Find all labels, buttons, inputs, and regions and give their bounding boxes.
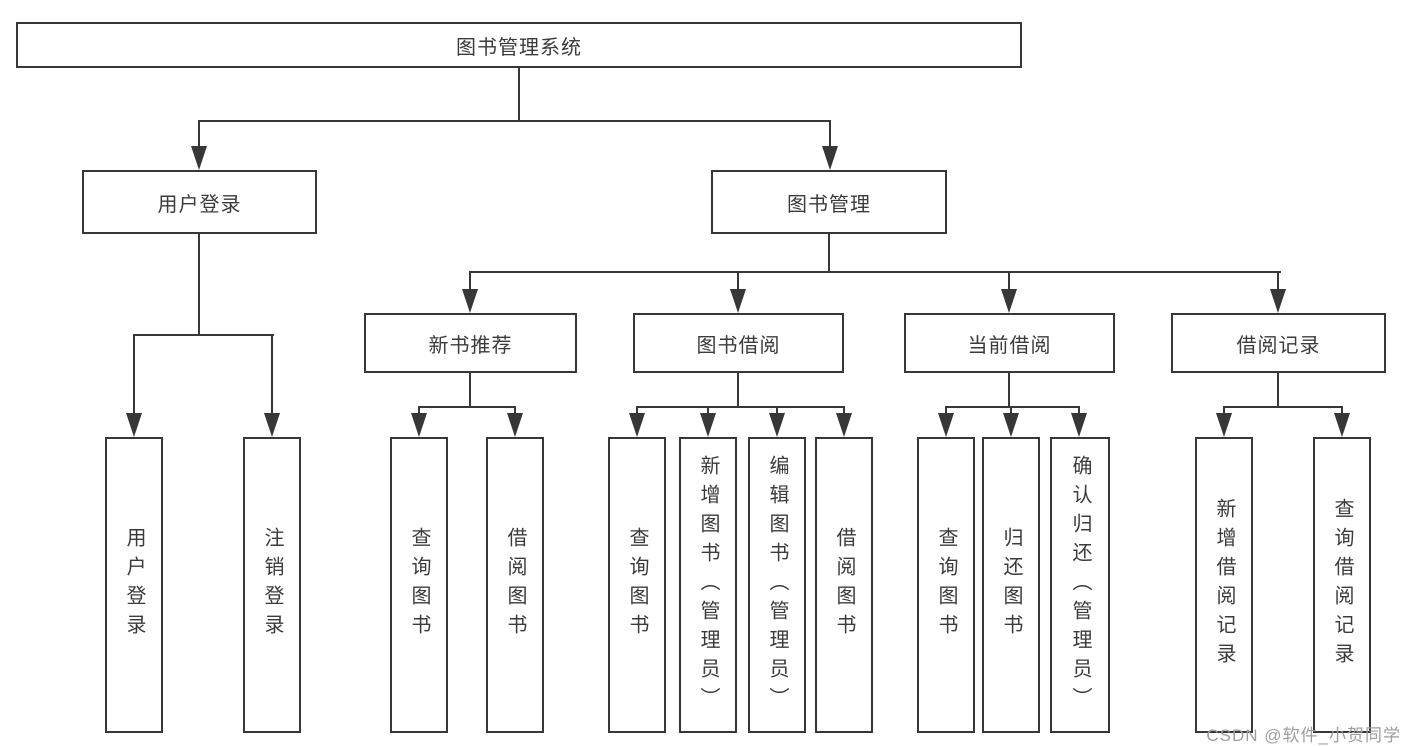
leaf-logout: 注销登录	[243, 437, 301, 733]
connector-line	[828, 234, 830, 273]
connector-line	[829, 120, 831, 150]
node-book-borrow: 图书借阅	[633, 313, 844, 373]
leaf-query-borrow-record: 查询借阅记录	[1313, 437, 1371, 733]
leaf-edit-book-admin: 编辑图书（管理员）	[748, 437, 806, 733]
connector-line	[636, 406, 638, 417]
node-user-login: 用户登录	[82, 170, 317, 234]
connector-line	[1223, 406, 1343, 408]
connector-line	[737, 373, 739, 408]
arrow-down-icon	[1216, 413, 1232, 437]
arrow-down-icon	[1001, 289, 1017, 313]
connector-line	[469, 271, 471, 293]
arrow-down-icon	[629, 413, 645, 437]
connector-line	[1078, 406, 1080, 417]
leaf-return-book: 归还图书	[982, 437, 1040, 733]
arrow-down-icon	[1270, 289, 1286, 313]
leaf-add-book-admin: 新增图书（管理员）	[679, 437, 737, 733]
connector-line	[1277, 271, 1279, 293]
arrow-down-icon	[191, 146, 207, 170]
watermark-text: CSDN @软件_小贺同学	[1206, 726, 1401, 745]
arrow-down-icon	[938, 413, 954, 437]
connector-line	[945, 406, 947, 417]
connector-line	[776, 406, 778, 417]
connector-line	[418, 406, 420, 417]
connector-line	[1277, 373, 1279, 408]
connector-line	[843, 406, 845, 417]
arrow-down-icon	[462, 289, 478, 313]
connector-line	[133, 334, 135, 418]
leaf-query-books-2: 查询图书	[608, 437, 666, 733]
connector-line	[1008, 271, 1010, 293]
connector-line	[707, 406, 709, 417]
leaf-confirm-return-admin: 确认归还（管理员）	[1050, 437, 1110, 733]
connector-line	[737, 271, 739, 293]
arrow-down-icon	[264, 413, 280, 437]
leaf-borrow-books-2: 借阅图书	[815, 437, 873, 733]
leaf-query-books-1: 查询图书	[390, 437, 448, 733]
node-current-borrow: 当前借阅	[904, 313, 1115, 373]
leaf-borrow-books-1: 借阅图书	[486, 437, 544, 733]
connector-line	[198, 234, 200, 336]
connector-line	[133, 334, 274, 336]
connector-line	[518, 68, 520, 122]
arrow-down-icon	[1334, 413, 1350, 437]
leaf-user-login: 用户登录	[105, 437, 163, 733]
leaf-add-borrow-record: 新增借阅记录	[1195, 437, 1253, 733]
arrow-down-icon	[730, 289, 746, 313]
connector-line	[514, 406, 516, 417]
arrow-down-icon	[411, 413, 427, 437]
arrow-down-icon	[836, 413, 852, 437]
connector-line	[1223, 406, 1225, 417]
arrow-down-icon	[126, 413, 142, 437]
arrow-down-icon	[1003, 413, 1019, 437]
arrow-down-icon	[1071, 413, 1087, 437]
node-book-management: 图书管理	[711, 170, 947, 234]
node-borrow-records: 借阅记录	[1171, 313, 1386, 373]
connector-line	[469, 271, 1281, 273]
node-root: 图书管理系统	[16, 22, 1022, 68]
arrow-down-icon	[700, 413, 716, 437]
connector-line	[418, 406, 516, 408]
connector-line	[198, 120, 831, 122]
connector-line	[1341, 406, 1343, 417]
arrow-down-icon	[507, 413, 523, 437]
connector-line	[945, 406, 1080, 408]
arrow-down-icon	[769, 413, 785, 437]
connector-line	[271, 334, 273, 418]
connector-line	[469, 373, 471, 408]
leaf-query-books-3: 查询图书	[917, 437, 975, 733]
connector-line	[1008, 373, 1010, 408]
connector-line	[198, 120, 200, 150]
arrow-down-icon	[822, 146, 838, 170]
node-new-book-recommend: 新书推荐	[364, 313, 577, 373]
connector-line	[636, 406, 845, 408]
connector-line	[1010, 406, 1012, 417]
